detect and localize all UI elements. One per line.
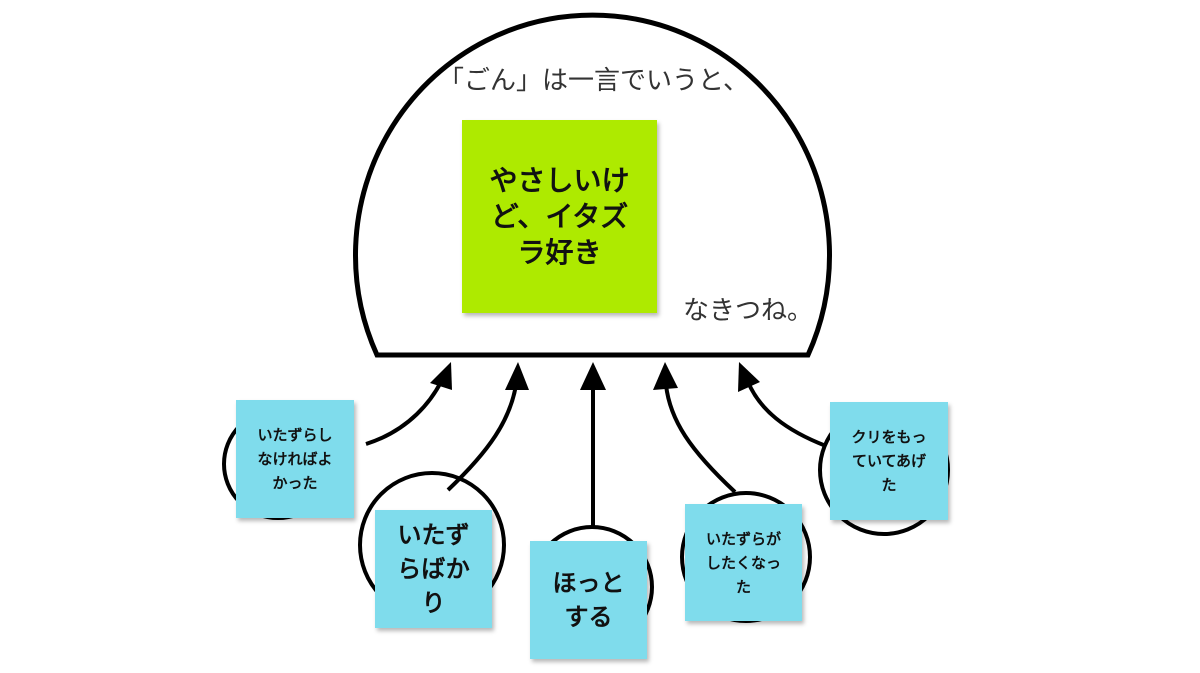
note-line: ほっと: [552, 569, 625, 597]
center-note-line: やさしいけ: [489, 163, 630, 197]
center-note-line: ラ好き: [517, 235, 602, 269]
note-line: クリをもっ: [851, 428, 927, 446]
note-line: なければよ: [257, 450, 333, 468]
arrowhead-icon-1: [430, 362, 452, 390]
note-line: り: [421, 589, 446, 617]
note-line: いたずらが: [705, 529, 781, 548]
note-line: いたず: [397, 521, 470, 549]
note-line: する: [564, 603, 613, 631]
note-line: したくなっ: [705, 553, 781, 572]
arrowhead-icon-2: [505, 362, 529, 390]
arrowhead-icon-5: [738, 362, 760, 392]
note-line: かった: [272, 474, 318, 492]
dome-heading: 「ごん」は一言でいうと、: [438, 66, 749, 96]
dome-footer: なきつね。: [683, 296, 814, 326]
note-line: た: [881, 476, 897, 494]
note-line: ていてあげ: [851, 452, 927, 470]
note-line: いたずらし: [257, 426, 333, 444]
sticky-note-4: いたずらが したくなっ た: [685, 504, 802, 621]
sticky-note-2: いたず らばか り: [375, 510, 492, 628]
center-sticky-note: やさしいけ ど、イタズ ラ好き: [462, 120, 657, 313]
arrow-line-1: [365, 379, 444, 446]
arrow-line-4: [664, 384, 737, 494]
arrow-line-2: [446, 384, 518, 492]
sticky-note-3: ほっと する: [530, 541, 647, 659]
arrowhead-icon-3: [580, 362, 606, 390]
arrowhead-icon-4: [653, 362, 678, 390]
note-line: らばか: [397, 555, 470, 583]
center-note-line: ど、イタズ: [490, 199, 629, 233]
arrow-line-5: [746, 381, 827, 448]
sticky-note-5: クリをもっ ていてあげ た: [830, 402, 948, 520]
note-line: た: [735, 577, 751, 596]
sticky-note-1: いたずらし なければよ かった: [236, 400, 354, 518]
